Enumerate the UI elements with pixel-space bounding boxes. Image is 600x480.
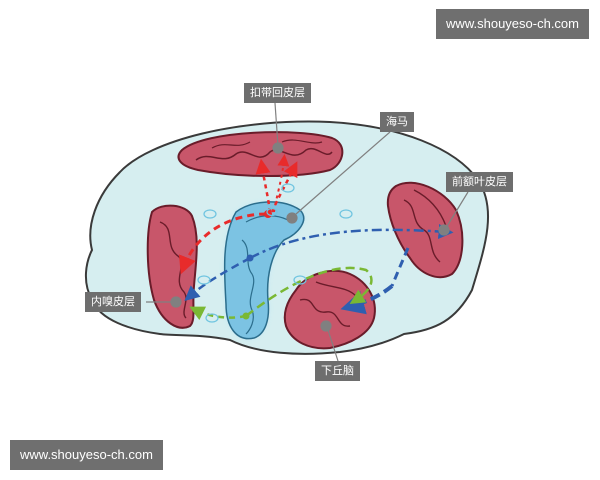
label-hippocampus: 海马 [380, 112, 414, 132]
hippocampus [223, 201, 305, 340]
label-cingulate-cortex: 扣带回皮层 [244, 83, 311, 103]
watermark-top: www.shouyeso-ch.com [436, 9, 589, 39]
watermark-bottom: www.shouyeso-ch.com [10, 440, 163, 470]
label-entorhinal-cortex: 内嗅皮层 [85, 292, 141, 312]
prefrontal-cortex [386, 181, 464, 279]
label-prefrontal-cortex: 前额叶皮层 [446, 172, 513, 192]
neuron-icon [197, 183, 353, 323]
leader-lines [146, 102, 469, 362]
label-hypothalamus: 下丘脑 [315, 361, 360, 381]
pathway-green [189, 266, 373, 321]
cingulate-cortex [177, 131, 344, 177]
pathway-blue [184, 223, 454, 315]
